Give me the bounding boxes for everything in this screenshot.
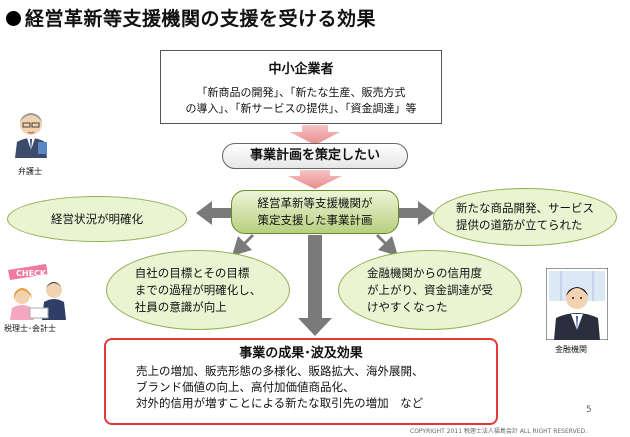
copyright-footer: COPYRIGHT 2011 税理士法人福島会計 ALL RIGHT RESER… bbox=[410, 428, 588, 435]
result-box: 事業の成果･波及効果 売上の増加、販売形態の多様化、販路拡大、海外展開、 ブラン… bbox=[104, 338, 498, 425]
oval-management-text: 経営状況が明確化 bbox=[51, 211, 143, 226]
oval-employees-line-3: 社員の意識が向上 bbox=[134, 299, 227, 314]
oval-finance-line-2: が上がり、資金調達が受 bbox=[366, 282, 494, 297]
oval-employees-line-2: までの過程が明確化し、 bbox=[134, 282, 262, 297]
oval-employees: 自社の目標とその目標 までの過程が明確化し、 社員の意識が向上 bbox=[106, 250, 290, 330]
arrow-center-to-new-product bbox=[399, 201, 434, 225]
check-sign-text: CHECK! bbox=[16, 269, 50, 278]
result-line-3: 対外的信用が増すことによる新たな取引先の増加 など bbox=[136, 396, 424, 410]
result-heading: 事業の成果･波及効果 bbox=[239, 346, 363, 361]
plan-pill: 事業計画を策定したい bbox=[222, 143, 408, 169]
oval-new-product: 新たな商品開発、サービス 提供の道筋が立てられた bbox=[433, 188, 617, 246]
oval-finance-line-3: けやすくなった bbox=[366, 299, 448, 314]
arrow-plan-to-center bbox=[288, 170, 342, 189]
result-line-2: ブランド価値の向上、高付加価値商品化、 bbox=[136, 380, 355, 394]
arrow-center-to-management bbox=[196, 201, 231, 225]
oval-employees-line-1: 自社の目標とその目標 bbox=[134, 265, 250, 280]
accountant-illustration: CHECK! bbox=[8, 264, 66, 320]
banker-illustration bbox=[546, 268, 608, 340]
sme-line-1: 「新商品の開発」、「新たな生産、販売方式 bbox=[196, 86, 406, 99]
oval-finance-line-1: 金融機関からの信用度 bbox=[366, 265, 482, 280]
arrow-center-to-finance bbox=[376, 234, 398, 256]
page-number: 5 bbox=[586, 405, 592, 415]
oval-new-product-line-1: 新たな商品開発、サービス bbox=[456, 201, 594, 215]
title-bullet bbox=[6, 11, 21, 26]
sme-box: 中小企業者 「新商品の開発」、「新たな生産、販売方式 の導入」、「新サービスの提… bbox=[160, 50, 442, 124]
arrow-center-to-result bbox=[298, 235, 332, 336]
lawyer-illustration bbox=[15, 113, 47, 158]
arrow-center-to-employees bbox=[232, 234, 254, 256]
page-title: 経営革新等支援機関の支援を受ける効果 bbox=[6, 4, 376, 31]
lawyer-caption: 弁護士 bbox=[18, 167, 42, 176]
banker-caption: 金融機関 bbox=[555, 345, 587, 354]
center-line-1: 経営革新等支援機関が bbox=[257, 196, 373, 210]
accountant-caption: 税理士･会計士 bbox=[4, 324, 56, 333]
arrow-sme-to-plan bbox=[290, 125, 340, 145]
page-title-text: 経営革新等支援機関の支援を受ける効果 bbox=[25, 8, 377, 30]
result-line-1: 売上の増加、販売形態の多様化、販路拡大、海外展開、 bbox=[136, 364, 424, 378]
oval-new-product-line-2: 提供の道筋が立てられた bbox=[456, 218, 583, 232]
center-plan-box: 経営革新等支援機関が 策定支援した事業計画 bbox=[231, 190, 399, 234]
center-line-2: 策定支援した事業計画 bbox=[257, 213, 373, 227]
sme-heading: 中小企業者 bbox=[268, 62, 334, 77]
sme-line-2: の導入」、「新サービスの提供」、「資金調達」等 bbox=[185, 102, 417, 115]
oval-finance: 金融機関からの信用度 が上がり、資金調達が受 けやすくなった bbox=[338, 250, 522, 330]
oval-management: 経営状況が明確化 bbox=[7, 196, 187, 242]
